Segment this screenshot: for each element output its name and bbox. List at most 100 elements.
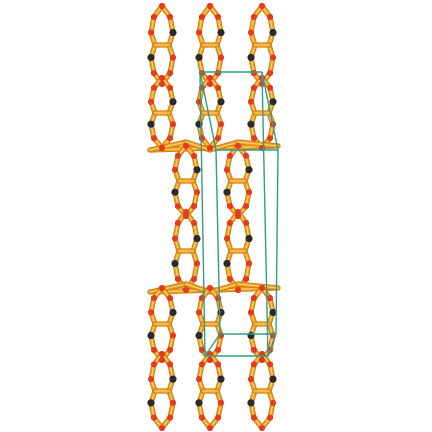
oxygen-atom <box>147 29 155 36</box>
atom-layer <box>147 2 277 432</box>
metal-atom <box>217 375 225 383</box>
metal-atom <box>269 375 277 383</box>
oxygen-atom <box>150 13 158 21</box>
oxygen-atom <box>245 189 253 196</box>
metal-atom <box>217 28 225 37</box>
oxygen-atom <box>158 356 166 364</box>
unit-cell-edge <box>204 333 221 357</box>
oxygen-atom <box>190 152 198 159</box>
oxygen-atom <box>217 54 225 61</box>
oxygen-atom <box>226 152 234 159</box>
oxygen-atom <box>166 135 174 142</box>
oxygen-atom <box>174 152 182 159</box>
unit-cell-edge <box>261 71 269 357</box>
unit-cell-layer <box>199 71 279 357</box>
oxygen-atom <box>226 203 234 210</box>
oxygen-atom <box>214 69 222 77</box>
oxygen-atom <box>190 275 198 283</box>
oxygen-atom <box>171 166 179 173</box>
oxygen-atom <box>169 121 177 128</box>
bond <box>147 139 189 153</box>
oxygen-atom <box>214 361 222 368</box>
metal-atom <box>195 53 203 62</box>
bond <box>183 139 213 153</box>
oxygen-atom <box>214 13 222 21</box>
oxygen-atom <box>245 260 253 267</box>
oxygen-atom <box>150 294 158 302</box>
oxygen-atom <box>169 54 177 61</box>
oxygen-atom <box>217 121 225 128</box>
oxygen-atom <box>147 98 155 105</box>
oxygen-atom <box>195 309 203 316</box>
oxygen-atom <box>266 294 274 302</box>
oxygen-atom <box>234 286 242 294</box>
oxygen-atom <box>169 332 177 339</box>
oxygen-atom <box>166 346 174 354</box>
metal-atom <box>147 399 155 407</box>
oxygen-atom <box>166 294 174 302</box>
unit-cell-edge <box>275 149 279 335</box>
bond <box>235 281 281 291</box>
oxygen-atom <box>226 275 234 283</box>
oxygen-atom <box>242 203 250 210</box>
oxygen-atom <box>158 74 166 82</box>
oxygen-atom <box>198 13 206 21</box>
oxygen-atom <box>193 189 201 196</box>
oxygen-atom <box>182 286 190 294</box>
oxygen-atom <box>206 356 214 364</box>
oxygen-atom <box>174 203 182 210</box>
metal-atom <box>193 166 201 174</box>
metal-atom <box>269 28 277 37</box>
oxygen-atom <box>174 275 182 283</box>
oxygen-atom <box>269 399 277 406</box>
oxygen-atom <box>198 361 206 368</box>
oxygen-atom <box>150 346 158 354</box>
oxygen-atom <box>206 74 214 82</box>
bond <box>207 139 241 153</box>
oxygen-atom <box>198 135 206 142</box>
metal-atom <box>217 98 225 106</box>
unit-cell-edge <box>267 333 277 357</box>
oxygen-atom <box>150 414 158 421</box>
oxygen-atom <box>190 203 198 210</box>
unit-cell-edge <box>199 71 206 357</box>
oxygen-atom <box>266 414 274 421</box>
oxygen-atom <box>193 260 201 267</box>
oxygen-atom <box>214 294 222 302</box>
oxygen-atom <box>247 309 255 316</box>
oxygen-atom <box>214 135 222 142</box>
oxygen-atom <box>150 135 158 142</box>
metal-atom <box>223 188 231 196</box>
oxygen-atom <box>242 219 250 227</box>
metal-atom <box>217 308 225 317</box>
metal-atom <box>193 234 201 243</box>
oxygen-atom <box>234 208 242 216</box>
metal-atom <box>171 259 179 268</box>
oxygen-atom <box>206 2 214 10</box>
metal-atom <box>269 98 277 106</box>
oxygen-atom <box>266 135 274 142</box>
oxygen-atom <box>242 152 250 159</box>
metal-atom <box>147 120 155 128</box>
oxygen-atom <box>214 414 222 421</box>
oxygen-atom <box>223 235 231 242</box>
oxygen-atom <box>250 84 258 91</box>
oxygen-atom <box>182 208 190 216</box>
unit-cell-edge <box>215 149 221 335</box>
oxygen-atom <box>250 135 258 142</box>
oxygen-atom <box>171 235 179 242</box>
metal-atom <box>247 120 255 128</box>
oxygen-atom <box>166 84 174 91</box>
oxygen-atom <box>147 309 155 316</box>
metal-atom <box>169 98 177 106</box>
oxygen-atom <box>174 219 182 227</box>
metal-atom <box>195 399 203 407</box>
metal-atom <box>169 375 177 383</box>
oxygen-atom <box>147 376 155 383</box>
oxygen-atom <box>250 13 258 21</box>
oxygen-atom <box>182 142 190 150</box>
oxygen-atom <box>242 275 250 283</box>
oxygen-atom <box>195 29 203 36</box>
